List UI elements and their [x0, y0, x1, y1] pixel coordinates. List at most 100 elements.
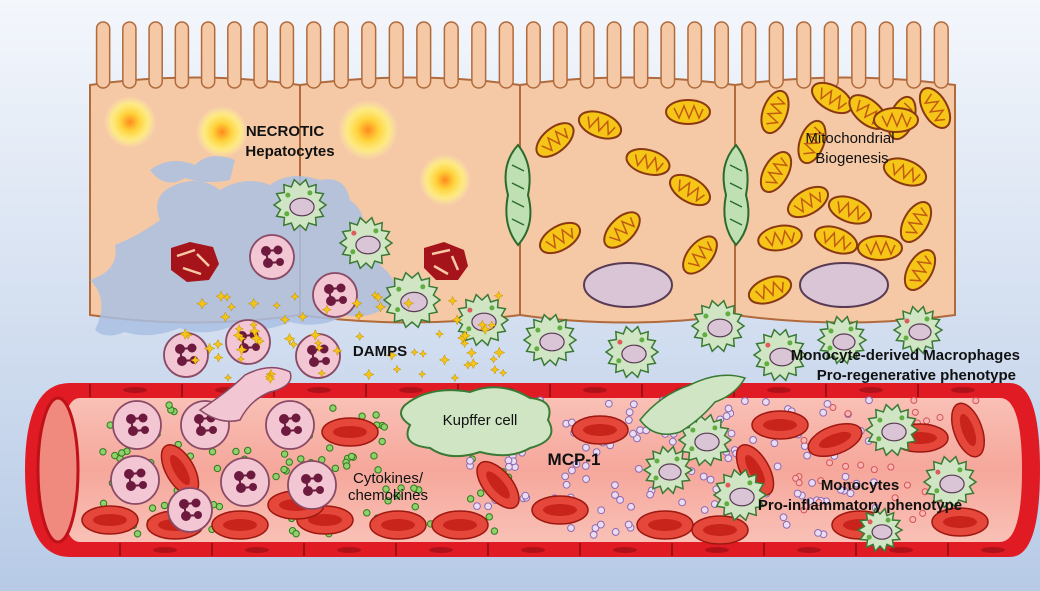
signal-dot	[857, 461, 865, 469]
mcp1-dot	[823, 400, 832, 408]
cytokine-dot	[380, 423, 389, 431]
mcp1-dot	[627, 502, 635, 511]
signal-dot	[792, 474, 800, 482]
signal-dot	[909, 515, 917, 523]
kupffer-cell	[400, 386, 553, 458]
damp-star	[223, 373, 233, 382]
neutrophil	[163, 332, 209, 378]
damp-star	[392, 364, 402, 374]
damp-star	[370, 290, 380, 300]
damp-star	[450, 373, 460, 383]
mcp1-dot	[611, 481, 619, 490]
damp-star	[222, 292, 232, 302]
microvillus	[606, 21, 622, 89]
mitochondrion	[882, 157, 928, 187]
damp-star	[190, 355, 201, 366]
necrotic-fragment	[424, 242, 468, 280]
microvillus	[306, 21, 322, 89]
red-blood-cell	[571, 415, 629, 445]
microvillus	[416, 21, 432, 89]
mitochondrion	[827, 195, 873, 225]
mcp1-dot	[836, 485, 845, 494]
red-blood-cell	[531, 495, 589, 525]
stellate-cell	[504, 143, 532, 247]
microvillus	[741, 21, 757, 89]
necrotic-glow	[419, 154, 471, 206]
microvillus	[687, 21, 703, 89]
damp-star	[354, 331, 365, 342]
damp-star	[215, 290, 227, 303]
damp-star	[351, 297, 363, 310]
damp-star	[265, 373, 276, 385]
mcp1-dot	[727, 429, 736, 438]
mcp1-dot	[504, 456, 513, 465]
cytokine-dot	[280, 450, 289, 458]
damp-star	[212, 338, 224, 350]
signal-dot	[891, 494, 899, 502]
signal-dot	[815, 499, 823, 507]
microvillus	[552, 21, 568, 89]
mitochondrion	[625, 148, 671, 176]
mcp1-dot	[611, 528, 620, 536]
signal-dot	[910, 396, 918, 404]
mcp1-dot	[700, 506, 709, 514]
microvillus	[633, 21, 649, 89]
damp-star	[297, 311, 309, 323]
signal-dot	[842, 462, 850, 470]
damp-star	[309, 328, 322, 341]
damp-star	[213, 352, 224, 363]
damp-star	[372, 292, 384, 303]
necrotic-label-line1: NECROTIC	[246, 123, 325, 140]
damp-star	[354, 311, 364, 321]
neutrophil	[312, 272, 358, 318]
mcp1-dot	[581, 462, 590, 470]
red-blood-cell	[81, 505, 139, 535]
microvillus	[227, 21, 242, 89]
mcp1-dot	[668, 437, 677, 446]
cytokine-dot	[148, 504, 157, 512]
damp-star	[417, 369, 427, 379]
nucleus	[799, 262, 889, 308]
cytokine-dot	[326, 444, 334, 452]
cytokine-dot	[393, 492, 401, 500]
mcp1-dot	[749, 436, 757, 444]
hepatocyte-nuclei	[583, 262, 889, 308]
mitochondrion	[857, 235, 903, 261]
red-blood-cell	[211, 510, 269, 540]
damp-star	[219, 311, 231, 323]
microvillus	[823, 21, 839, 89]
vessel-opening	[36, 396, 80, 544]
macrophage	[272, 178, 328, 232]
damp-star	[179, 328, 192, 341]
microvillus	[906, 21, 922, 89]
damp-star	[498, 368, 508, 378]
damp-star	[447, 295, 458, 306]
red-blood-cell	[431, 510, 489, 540]
mcp1-dot	[819, 408, 828, 417]
damp-star	[362, 368, 375, 381]
signal-dot	[903, 481, 911, 489]
monocyte-label-line2: Pro-inflammatory phenotype	[758, 497, 962, 514]
cytokine-dot	[410, 484, 418, 492]
mcp1-dot	[865, 396, 873, 405]
cytokine-dot	[133, 530, 142, 538]
microvillus	[122, 21, 137, 89]
cytokine-dot	[280, 465, 288, 474]
damp-star	[493, 346, 506, 359]
red-blood-cell	[369, 510, 427, 540]
mcp1-dot	[740, 397, 749, 405]
damp-star	[247, 297, 260, 310]
mcp1-dot	[846, 489, 855, 498]
transmigrating-neutrophil	[198, 366, 292, 422]
mitochondrion	[665, 99, 711, 125]
cytokine-dot	[213, 464, 222, 473]
cytokine-dot	[292, 530, 300, 538]
stellate-cell	[722, 143, 750, 247]
macrophage-label-line2: Pro-regenerative phenotype	[817, 367, 1016, 384]
mcp1-dot	[582, 475, 590, 483]
mcp1-dot	[646, 490, 655, 499]
damp-star	[489, 364, 500, 375]
mitochondrion	[757, 224, 803, 252]
mcp1-dot	[521, 491, 530, 500]
macrophage	[856, 507, 904, 553]
